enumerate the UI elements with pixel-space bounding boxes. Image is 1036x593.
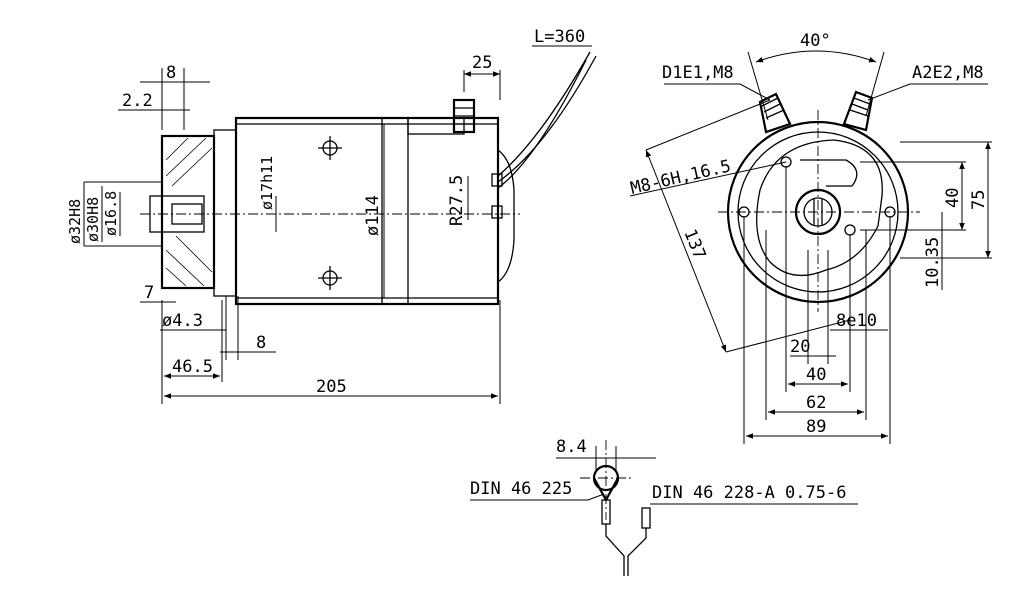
label-dim-10-35: 10.35 (923, 237, 943, 288)
label-dim-8e10: 8e10 (836, 311, 877, 331)
label-terminal-d1e1: D1E1,M8 (662, 63, 734, 83)
label-dia-30: ø30H8 (84, 197, 102, 242)
end-view: 40° D1E1,M8 A2E2,M8 M8-6H,16.5 137 40 (629, 31, 992, 444)
label-terminal-a2e2: A2E2,M8 (912, 63, 984, 83)
label-dim-20: 20 (790, 337, 810, 357)
label-dim-62: 62 (806, 393, 826, 413)
end-dimensions: 40° D1E1,M8 A2E2,M8 M8-6H,16.5 137 40 (629, 31, 992, 444)
label-dia-114: ø114 (363, 195, 383, 236)
top-terminal (407, 98, 476, 135)
terminal-detail: 8.4 DIN 46 225 DIN 46 228-A 0.75-6 (470, 437, 858, 576)
label-dim-137: 137 (679, 226, 709, 262)
label-dia-17: ø17h11 (258, 156, 276, 210)
label-dim-75: 75 (969, 190, 989, 210)
label-dim-7: 7 (144, 283, 154, 303)
body-bolt-upper (318, 136, 342, 160)
label-angle-40: 40° (800, 31, 831, 51)
label-din-46-225: DIN 46 225 (470, 479, 572, 499)
body-bolt-lower (318, 266, 342, 290)
lead-wires (491, 51, 597, 219)
flange-hatching (165, 137, 213, 287)
label-din-46-228: DIN 46 228-A 0.75-6 (652, 483, 846, 503)
mounting-holes (738, 156, 896, 236)
side-dimensions: L=360 25 8 2.2 ø32H8 ø30H8 ø16.8 (66, 27, 592, 404)
label-dim-8-top: 8 (166, 63, 176, 83)
label-lead-length: L=360 (534, 27, 585, 47)
terminal-d1e1 (758, 92, 792, 134)
label-dim-25: 25 (472, 53, 492, 73)
label-dim-8-4: 8.4 (556, 437, 587, 457)
label-dim-89: 89 (806, 417, 826, 437)
side-view: L=360 25 8 2.2 ø32H8 ø30H8 ø16.8 (66, 27, 597, 404)
label-dim-205: 205 (316, 377, 347, 397)
label-dia-4-3: ø4.3 (162, 311, 203, 331)
label-dim-8-bottom: 8 (256, 333, 266, 353)
label-dim-40-right: 40 (943, 188, 963, 208)
label-dia-32: ø32H8 (66, 199, 84, 244)
label-dim-40-bottom: 40 (806, 365, 826, 385)
label-thread-m8: M8-6H,16.5 (629, 156, 733, 199)
label-dim-2-2: 2.2 (122, 91, 153, 111)
label-radius-27-5: R27.5 (447, 175, 467, 226)
mounting-flange (160, 134, 216, 290)
label-dim-46-5: 46.5 (172, 357, 213, 377)
label-dia-16: ø16.8 (102, 191, 120, 236)
